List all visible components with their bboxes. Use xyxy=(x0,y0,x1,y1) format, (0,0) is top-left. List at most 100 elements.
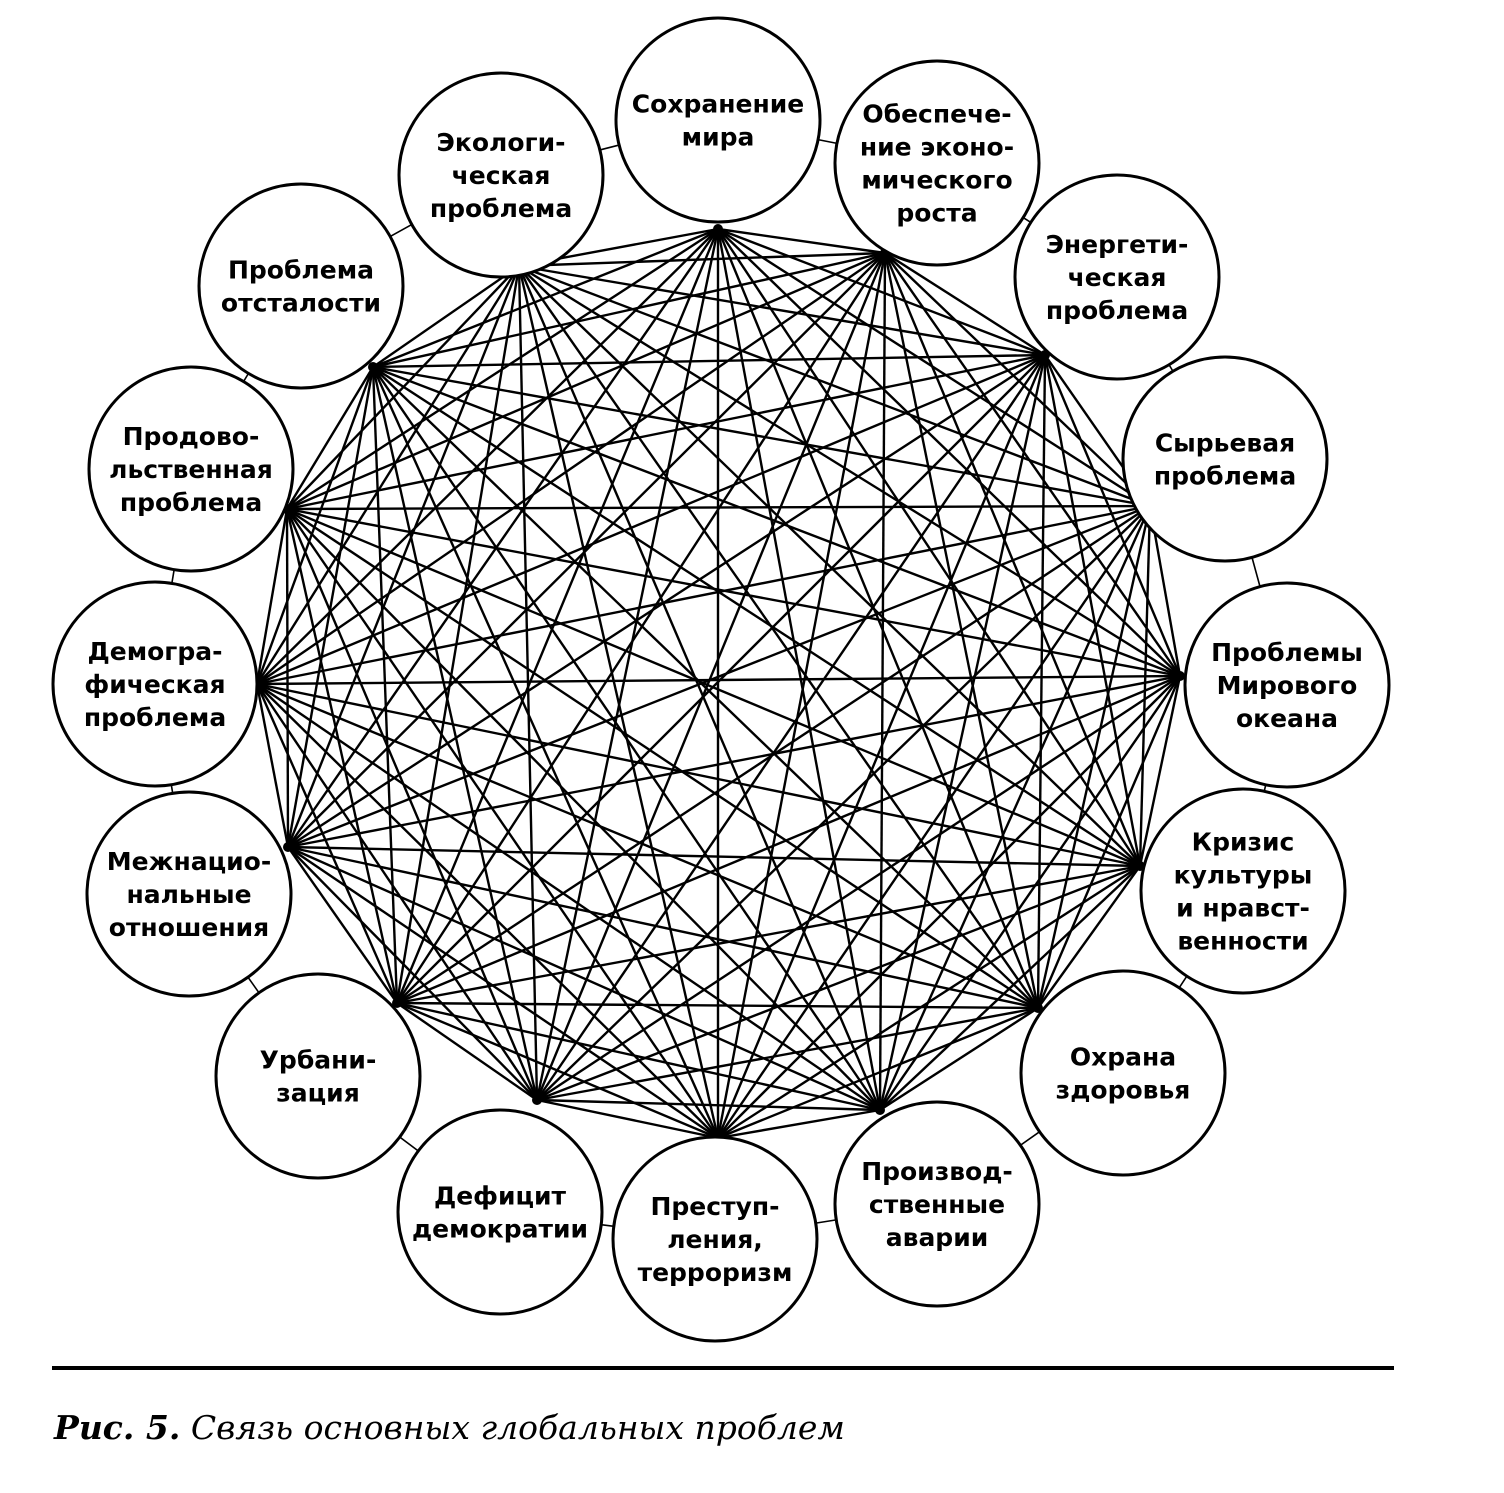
connection-line xyxy=(255,683,290,848)
connection-line xyxy=(372,227,719,369)
node-crime-terrorism: Преступ-ления,терроризм xyxy=(611,1135,819,1343)
node-label: нальные xyxy=(126,880,251,909)
node-circle xyxy=(87,365,295,573)
connection-line xyxy=(1138,505,1152,867)
connection-hub xyxy=(875,1105,885,1115)
node-circle xyxy=(1013,173,1221,381)
connection-hub xyxy=(532,1095,542,1105)
node-label: проблема xyxy=(120,488,262,517)
connection-line xyxy=(287,353,1046,849)
connection-line xyxy=(717,1006,1039,1140)
connection-hub xyxy=(713,224,723,234)
connection-line xyxy=(286,508,719,1139)
connection-hub xyxy=(283,842,293,852)
node-circle xyxy=(396,1108,604,1316)
connection-line xyxy=(255,683,399,1004)
node-circle xyxy=(833,59,1041,267)
connection-line xyxy=(536,1098,719,1140)
connection-line xyxy=(255,265,521,685)
connection-line xyxy=(518,264,1151,508)
node-label: льственная xyxy=(109,455,273,484)
connection-line xyxy=(884,252,1181,677)
connection-line xyxy=(256,504,1151,686)
connection-line xyxy=(286,508,881,1111)
node-label: Сохранение xyxy=(632,90,804,119)
connection-line xyxy=(1036,505,1152,1009)
connection-line xyxy=(517,265,720,1139)
node-circle xyxy=(214,972,422,1180)
connection-line xyxy=(286,508,1039,1009)
node-circle xyxy=(1139,787,1347,995)
connection-line xyxy=(396,1001,719,1140)
connection-line xyxy=(1043,354,1142,867)
figure-title: Связь основных глобальных проблем xyxy=(190,1408,845,1447)
connection-line xyxy=(1138,675,1182,867)
connection-line xyxy=(286,507,1141,868)
connection-line xyxy=(395,252,887,1004)
connection-line xyxy=(717,227,1046,357)
connection-line xyxy=(256,252,886,685)
node-label: аварии xyxy=(886,1223,989,1252)
node-label: Проблема xyxy=(228,256,374,285)
connection-line xyxy=(372,365,1151,508)
figure-caption: Рис. 5. Связь основных глобальных пробле… xyxy=(54,1408,845,1447)
node-label: проблема xyxy=(1154,462,1296,491)
node-label: проблема xyxy=(84,703,226,732)
connection-line xyxy=(372,365,1141,868)
connection-line xyxy=(878,354,1047,1111)
connection-line xyxy=(255,366,375,685)
figure-number: Рис. 5. xyxy=(54,1408,181,1447)
node-label: культуры xyxy=(1174,861,1313,890)
node-label: Демогра- xyxy=(87,637,222,666)
connection-line xyxy=(287,845,1141,868)
connection-line xyxy=(287,845,881,1112)
connection-line xyxy=(518,264,1046,357)
node-label: Мирового xyxy=(1217,671,1358,700)
connection-line xyxy=(286,507,1181,678)
connection-line xyxy=(884,251,1046,357)
connection-line xyxy=(396,1002,538,1101)
connection-line xyxy=(884,252,1151,507)
node-label: венности xyxy=(1177,927,1308,956)
connection-line xyxy=(396,864,1141,1005)
node-circle xyxy=(1019,969,1227,1177)
connection-line xyxy=(1036,354,1047,1009)
node-circle xyxy=(51,580,259,788)
connection-line xyxy=(536,505,1151,1101)
node-label: Проблемы xyxy=(1211,638,1363,667)
node-label: ления, xyxy=(667,1225,763,1254)
connection-line xyxy=(878,505,1152,1111)
node-circle xyxy=(1183,581,1391,789)
connection-line xyxy=(536,864,1141,1102)
node-circle xyxy=(1121,355,1329,563)
connection-line xyxy=(286,353,1046,511)
node-label: Производ- xyxy=(861,1157,1013,1186)
connection-line xyxy=(716,228,1142,867)
connection-line xyxy=(396,1001,1039,1010)
connection-line xyxy=(518,251,886,268)
connection-line xyxy=(285,366,375,510)
connection-line xyxy=(372,353,1046,369)
connection-line xyxy=(717,864,1141,1140)
connection-line xyxy=(256,353,1046,686)
connection-line xyxy=(255,508,289,685)
connection-line xyxy=(285,508,399,1004)
connection-line xyxy=(285,508,290,848)
connection-line xyxy=(372,365,1181,678)
connection-line xyxy=(287,228,719,848)
connection-line xyxy=(256,683,881,1111)
connection-line xyxy=(287,674,1181,849)
connection-hub xyxy=(392,998,402,1008)
node-label: зация xyxy=(276,1079,360,1108)
node-label: Преступ- xyxy=(650,1192,779,1221)
caption-rule xyxy=(52,1366,1394,1370)
connection-line xyxy=(536,354,1046,1101)
node-label: мира xyxy=(682,123,755,152)
